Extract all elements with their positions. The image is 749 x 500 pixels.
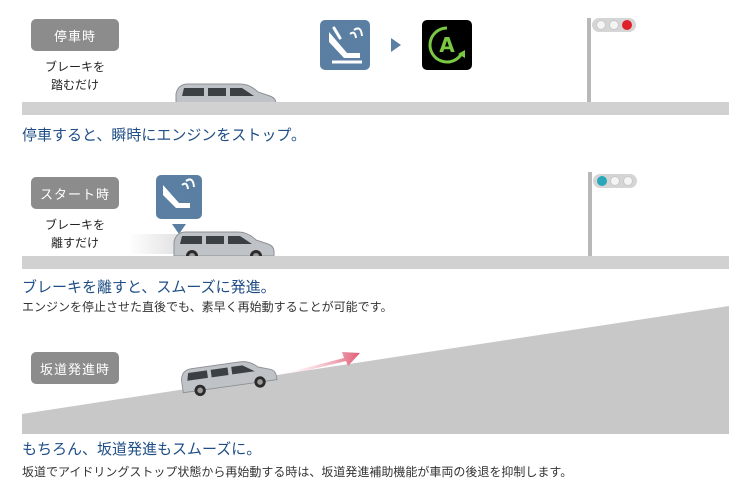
signal-lamp-teal [597,176,608,186]
signal-pole-1 [587,18,591,102]
signal-lamp [596,20,607,30]
traffic-signal-green [593,174,637,188]
scene1-tag: 停車時 [31,19,119,51]
scene2-desc: ブレーキを 離すだけ [26,216,124,252]
scene2-desc-line1: ブレーキを [44,218,105,232]
speech-bubble-tail [172,219,186,238]
road-flat-1 [22,102,729,115]
scene3-tag: 坂道発進時 [31,352,119,384]
scene3-heading: もちろん、坂道発進もスムーズに。 [22,440,262,458]
auto-stop-badge-letter: A [439,33,455,57]
trajectory-arrow-icon [282,348,364,380]
brake-pedal-press-icon [320,20,370,70]
scene2-heading: ブレーキを離すと、スムーズに発進。 [22,278,276,296]
signal-lamp [609,176,620,186]
arrow-right-icon [390,37,402,57]
car-on-slope [174,350,283,406]
scene1-desc-line2: 踏むだけ [50,78,99,92]
signal-lamp [622,176,633,186]
scene3-subtext: 坂道でアイドリングストップ状態から再始動する時は、坂道発進補助機能が車両の後退を… [22,465,573,479]
signal-pole-2 [588,172,592,256]
auto-stop-indicator-icon: A [422,20,472,70]
signal-lamp-red [621,20,632,30]
brake-pedal-release-icon [156,175,202,219]
signal-lamp [608,20,619,30]
scene2-tag: スタート時 [31,177,119,209]
scene1-desc-line1: ブレーキを [44,60,105,74]
scene1-heading: 停車すると、瞬時にエンジンをストップ。 [22,126,306,144]
road-flat-2 [22,256,729,269]
traffic-signal-red [592,18,636,32]
scene2-subtext: エンジンを停止させた直後でも、素早く再始動することが可能です。 [22,300,393,314]
scene2-desc-line2: 離すだけ [50,236,99,250]
motion-blur [128,234,183,254]
slope-road [22,306,729,438]
scene1-desc: ブレーキを 踏むだけ [26,58,124,94]
